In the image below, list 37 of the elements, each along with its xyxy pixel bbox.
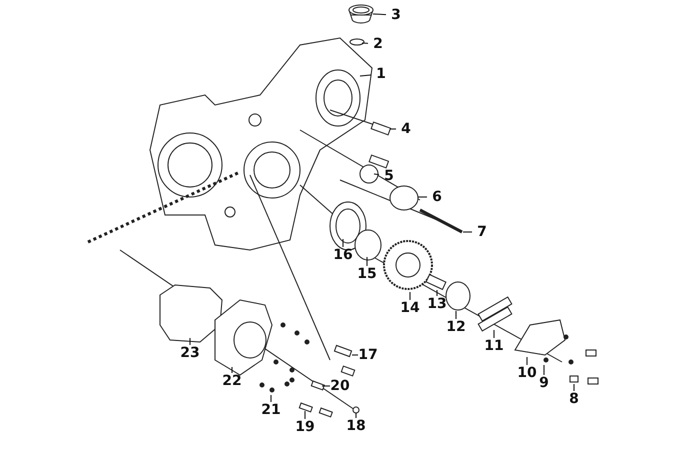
callout-number: 10	[517, 365, 537, 381]
leader-line	[390, 128, 396, 130]
callout-number: 2	[368, 36, 388, 52]
leader-line	[304, 410, 306, 420]
leader-line	[362, 42, 368, 44]
cap-drawing	[348, 4, 374, 24]
leader-line	[270, 394, 272, 402]
leader-line	[418, 196, 428, 198]
leader-line	[366, 256, 368, 266]
callout-number: 14	[400, 300, 420, 316]
callout-number: 1	[371, 66, 391, 82]
callout-number: 19	[295, 419, 315, 435]
callout-number: 23	[180, 345, 200, 361]
callout-number: 22	[222, 373, 242, 389]
callout-number: 13	[427, 296, 447, 312]
callout-number: 7	[472, 224, 492, 240]
leader-line	[436, 290, 438, 296]
leader-line	[372, 14, 386, 16]
callout-number: 18	[346, 418, 366, 434]
callout-number: 9	[534, 375, 554, 391]
callout-number: 21	[261, 402, 281, 418]
callout-number: 5	[379, 168, 399, 184]
callout-number: 3	[386, 7, 406, 23]
callout-number: 8	[564, 391, 584, 407]
callout-number: 15	[357, 266, 377, 282]
callout-number: 11	[484, 338, 504, 354]
callout-number: 16	[333, 247, 353, 263]
leader-line	[352, 354, 358, 356]
callout-number: 6	[427, 189, 447, 205]
callout-number: 17	[358, 347, 378, 363]
callout-number: 12	[446, 319, 466, 335]
callout-number: 4	[396, 121, 416, 137]
leader-line	[360, 74, 372, 76]
callout-number: 20	[330, 378, 350, 394]
leader-line	[342, 238, 344, 248]
leader-line	[526, 356, 528, 366]
leader-line	[374, 174, 380, 176]
